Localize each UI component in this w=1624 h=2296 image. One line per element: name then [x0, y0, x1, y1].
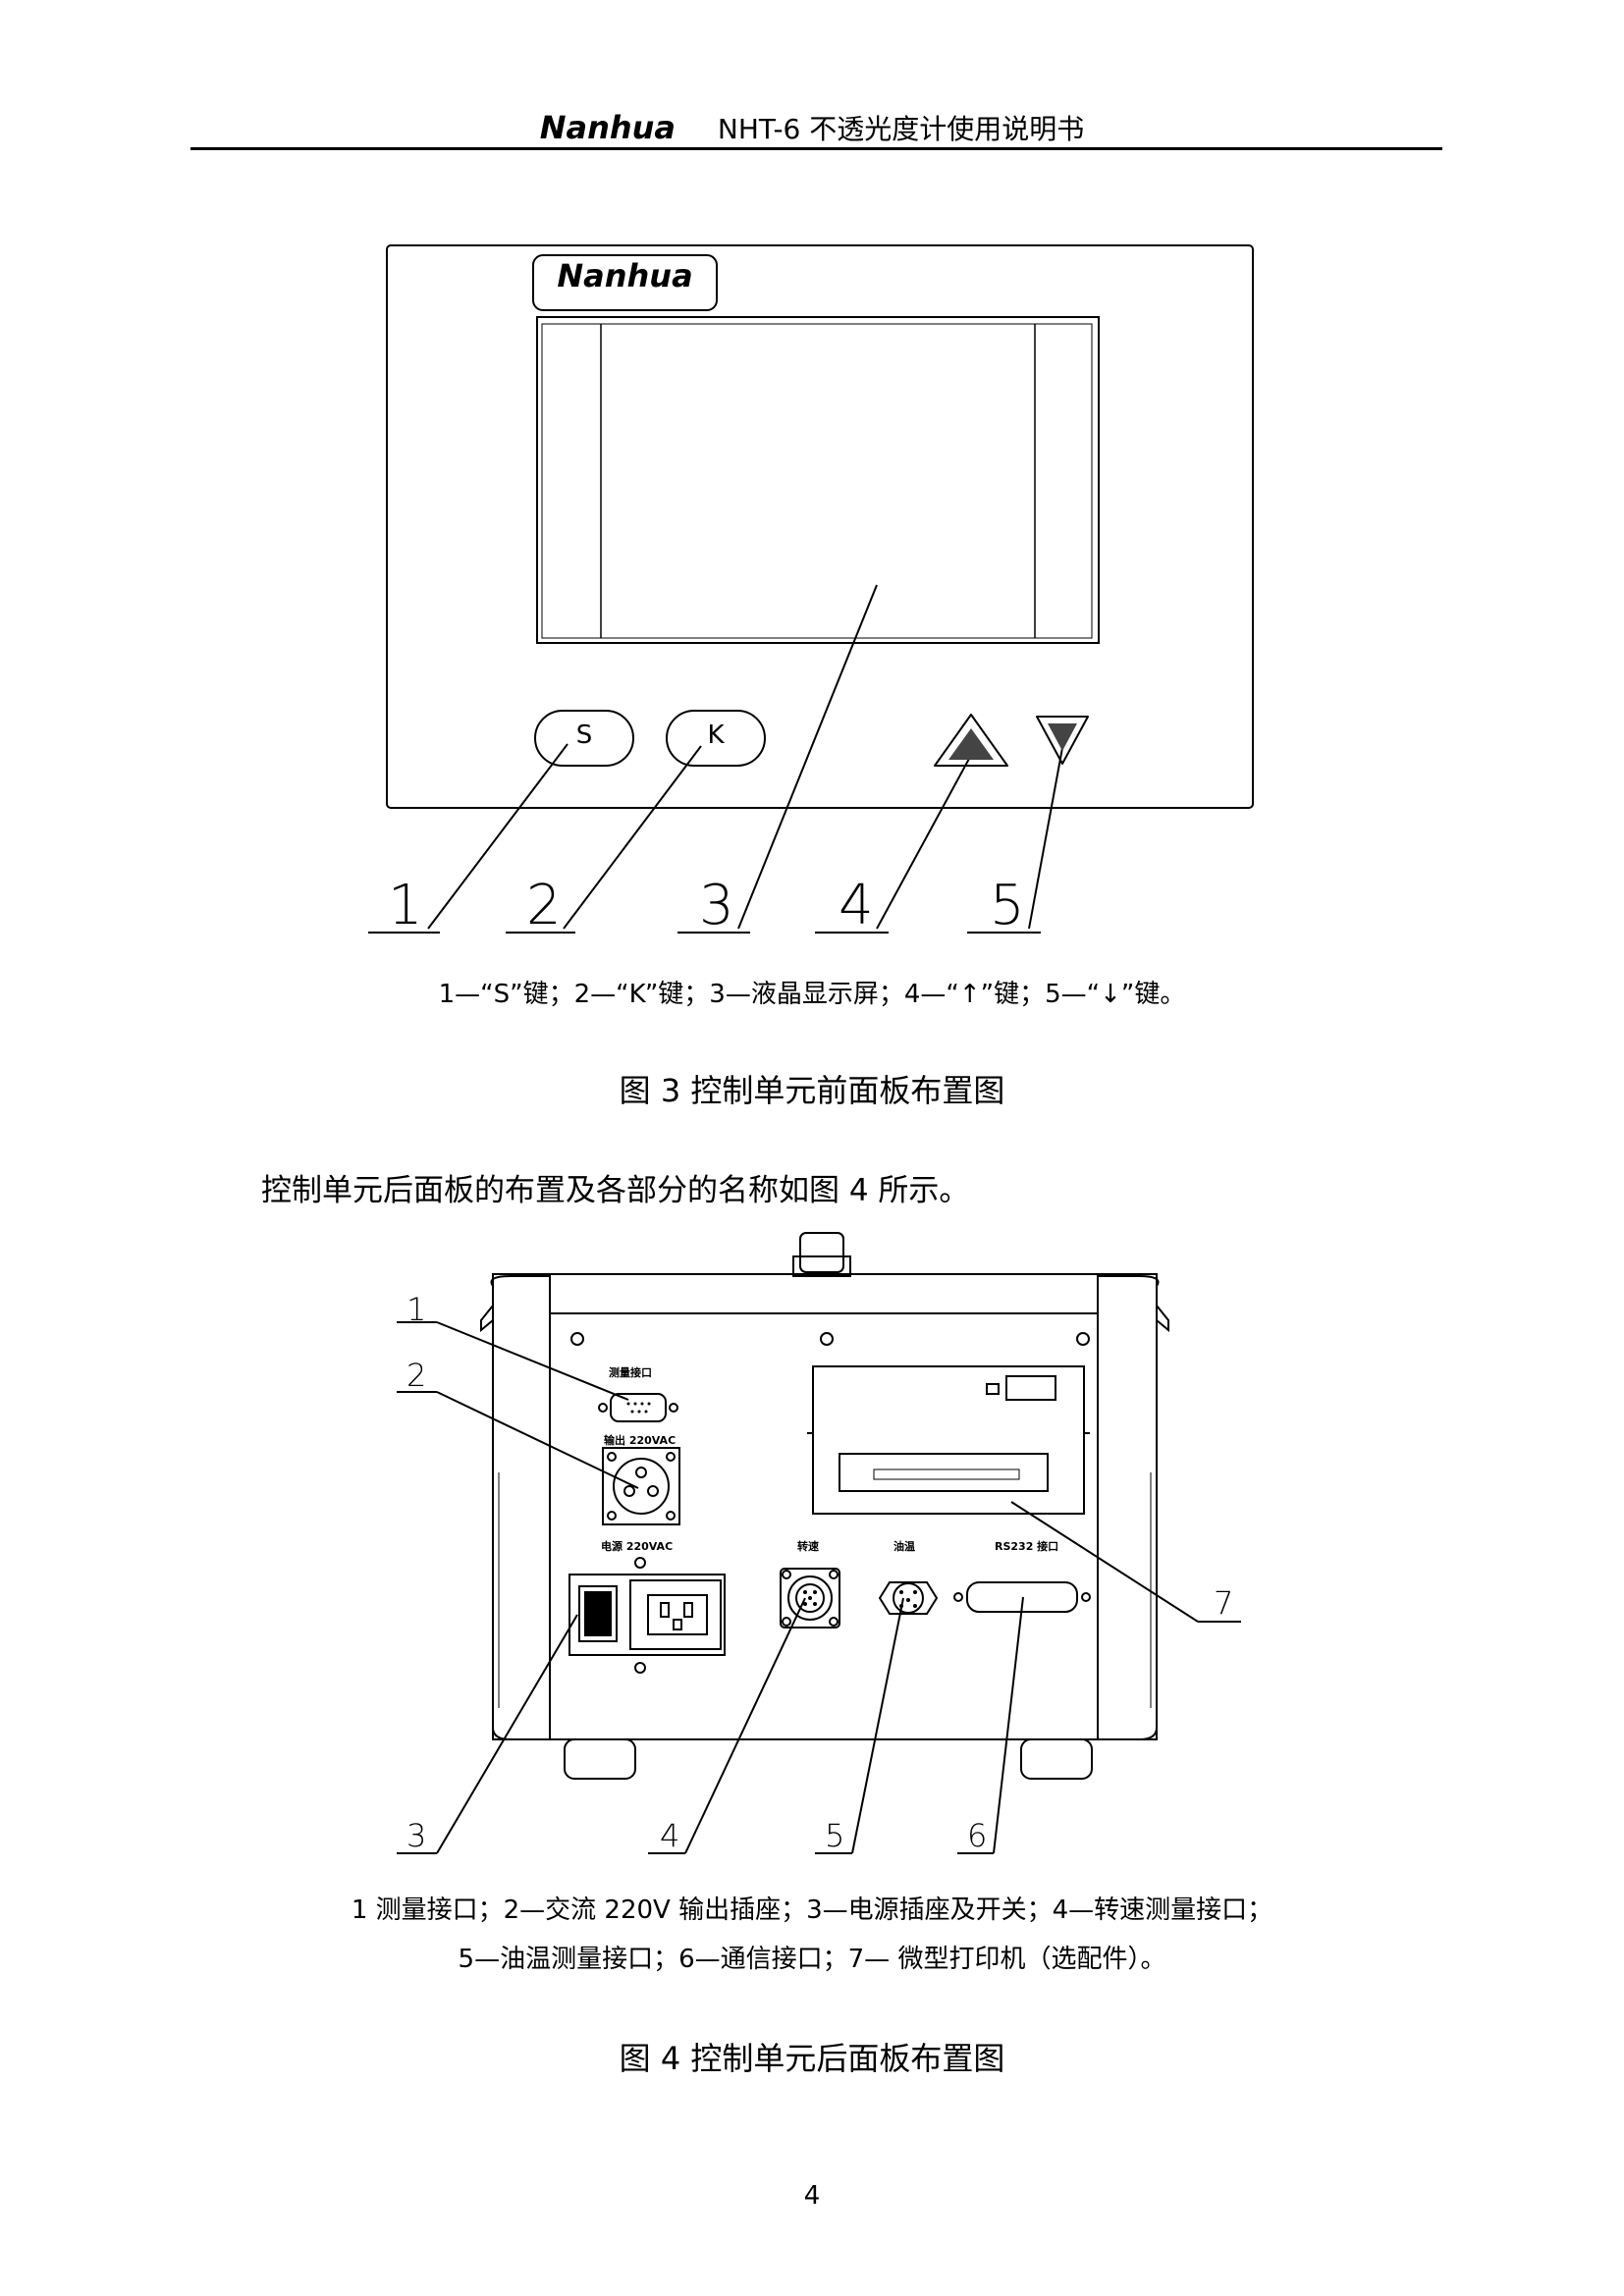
intro-paragraph: 控制单元后面板的布置及各部分的名称如图 4 所示。: [261, 1173, 970, 1208]
callout-2: 2: [526, 874, 562, 937]
label-rs232: RS232 接口: [995, 1540, 1059, 1553]
up-key: [934, 714, 1008, 767]
down-key: [1036, 716, 1089, 765]
k-key-label: K: [707, 721, 725, 750]
label-power: 电源 220VAC: [601, 1540, 674, 1553]
figure4-caption-line2: 5—油温测量接口；6—通信接口；7— 微型打印机（选配件）。: [458, 1945, 1166, 1974]
panel-logo-box: [532, 254, 718, 311]
oil-temp-connector: [878, 1581, 939, 1615]
label-output: 输出 220VAC: [604, 1434, 677, 1447]
figure3-title: 图 3 控制单元前面板布置图: [619, 1072, 1005, 1109]
output-socket: [602, 1447, 680, 1525]
label-oil-temp: 油温: [893, 1540, 915, 1553]
panel-logo: Nanhua: [557, 257, 693, 294]
db9-port: [610, 1393, 667, 1422]
rear-callout-6: 6: [967, 1817, 988, 1854]
rear-callout-7: 7: [1214, 1584, 1234, 1622]
figure3-caption: 1—“S”键；2—“K”键；3—液晶显示屏；4—“↑”键；5—“↓”键。: [438, 980, 1186, 1009]
callout-5: 5: [990, 874, 1025, 937]
rear-callout-2: 2: [406, 1357, 427, 1394]
rear-callout-1: 1: [406, 1291, 427, 1328]
lcd-screen: [536, 316, 1100, 644]
s-key-label: S: [575, 721, 593, 750]
speed-connector: [780, 1568, 840, 1629]
rear-callout-4: 4: [660, 1817, 680, 1854]
callout-1: 1: [388, 874, 423, 937]
k-key: [666, 710, 766, 767]
rear-callout-5: 5: [825, 1817, 845, 1854]
s-key: [534, 710, 634, 767]
printer-module: [812, 1365, 1085, 1515]
label-speed: 转速: [797, 1540, 819, 1553]
figure3-front-panel-drawing: [368, 244, 1254, 934]
document-title: NHT-6 不透光度计使用说明书: [717, 113, 1085, 145]
page-header: Nanhua NHT-6 不透光度计使用说明书: [0, 108, 1624, 147]
power-module: [568, 1574, 726, 1656]
page-number: 4: [803, 2181, 821, 2211]
brand-logo: Nanhua: [539, 109, 677, 146]
callout-4: 4: [839, 874, 874, 937]
rear-callout-3: 3: [406, 1817, 427, 1854]
figure4-rear-panel-drawing: [397, 1232, 1241, 1854]
callout-3: 3: [699, 874, 734, 937]
figure4-caption-line1: 1 测量接口；2—交流 220V 输出插座；3—电源插座及开关；4—转速测量接口…: [351, 1896, 1273, 1925]
front-panel-outline: [386, 244, 1254, 809]
header-rule: [190, 147, 1442, 150]
label-measure-port: 测量接口: [609, 1366, 652, 1379]
figure4-title: 图 4 控制单元后面板布置图: [619, 2040, 1005, 2077]
